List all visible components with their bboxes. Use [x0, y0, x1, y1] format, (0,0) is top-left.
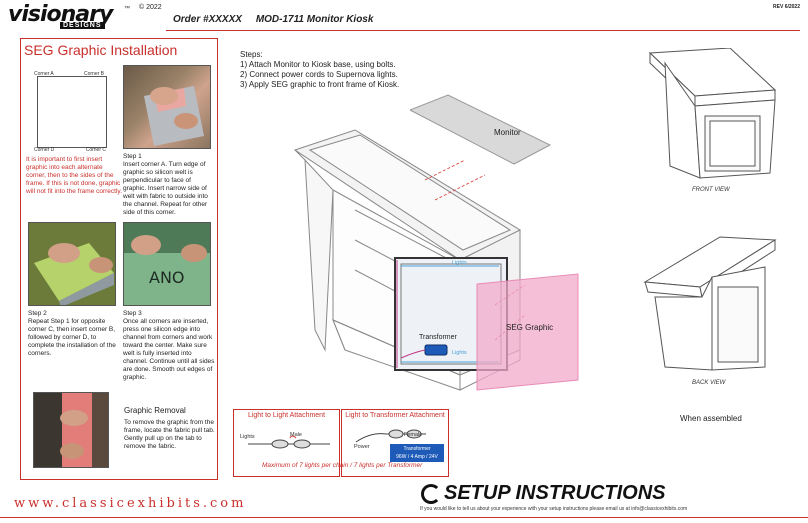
- setup-steps: Steps: 1) Attach Monitor to Kiosk base, …: [240, 50, 399, 90]
- transformer-block-label: Transformer: [403, 446, 431, 452]
- corner-d-label: Corner D: [34, 147, 55, 153]
- step3: Step 3 Once all corners are inserted, pr…: [123, 310, 217, 382]
- steps-heading: Steps:: [240, 50, 263, 59]
- step2: Step 2 Repeat Step 1 for opposite corner…: [28, 310, 123, 358]
- step2-text: Repeat Step 1 for opposite corner C, the…: [28, 318, 116, 357]
- installation-warning: It is important to first insert graphic …: [26, 156, 122, 195]
- removal-photo: [33, 392, 109, 468]
- light-to-transformer-title: Light to Transformer Attachment: [345, 412, 445, 419]
- svg-text:ANO: ANO: [149, 268, 185, 287]
- back-view-diagram: [643, 236, 777, 371]
- panel-title: SEG Graphic Installation: [24, 42, 178, 58]
- female-label: Female: [404, 432, 423, 438]
- revision: REV 6/2022: [773, 4, 800, 10]
- corner-c-label: Corner C: [85, 147, 106, 153]
- lights-label: Lights: [240, 434, 255, 440]
- step-item-1: 1) Attach Monitor to Kiosk base, using b…: [240, 60, 396, 69]
- step1: Step 1 Insert corner A. Turn edge of gra…: [123, 153, 215, 217]
- back-view-label: BACK VIEW: [692, 380, 726, 386]
- step1-photo: [123, 65, 211, 149]
- step3-title: Step 3: [123, 310, 142, 317]
- front-view-diagram: [648, 48, 777, 179]
- footer-divider: [0, 517, 808, 518]
- transformer-block: Transformer 96W / 4 Amp / 24V: [390, 444, 444, 462]
- lights-bottom-label: Lights: [452, 350, 467, 356]
- step-item-3: 3) Apply SEG graphic to front frame of K…: [240, 80, 400, 89]
- step3-photo: ANO: [123, 222, 211, 306]
- when-assembled-label: When assembled: [680, 414, 742, 423]
- seg-graphic-label: SEG Graphic: [506, 323, 554, 332]
- power-label: Power: [354, 444, 370, 450]
- monitor-label: Monitor: [494, 128, 521, 137]
- website-url[interactable]: www.classicexhibits.com: [14, 496, 247, 511]
- front-view-label: FRONT VIEW: [692, 187, 730, 193]
- transformer-spec: 96W / 4 Amp / 24V: [396, 454, 438, 460]
- order-title: Order #XXXXX MOD-1711 Monitor Kiosk: [173, 14, 374, 25]
- step-item-2: 2) Connect power cords to Supernova ligh…: [240, 70, 398, 79]
- step1-text: Insert corner A. Turn edge of graphic so…: [123, 161, 208, 216]
- transformer-label: Transformer: [419, 334, 457, 341]
- corner-b-label: Corner B: [83, 71, 104, 77]
- lights-top-label: Lights: [452, 260, 467, 266]
- trademark: ™: [124, 6, 130, 12]
- male-label: Male: [290, 432, 302, 438]
- corner-a-label: Corner A: [34, 71, 54, 77]
- copyright: © 2022: [139, 4, 162, 11]
- removal-title: Graphic Removal: [124, 406, 186, 415]
- setup-instructions-title: SETUP INSTRUCTIONS: [444, 482, 666, 504]
- header-divider: [166, 30, 800, 31]
- light-to-light-box: Light to Light Attachment Lights Male: [233, 409, 340, 477]
- removal-text: To remove the graphic from the frame, lo…: [124, 419, 215, 450]
- step1-title: Step 1: [123, 153, 142, 160]
- step2-photo: [28, 222, 116, 306]
- step3-text: Once all corners are inserted, press one…: [123, 318, 215, 381]
- light-to-transformer-box: Light to Transformer Attachment Female P…: [341, 409, 449, 477]
- corner-diagram: Corner A Corner B Corner D Corner C: [34, 71, 107, 153]
- max-lights-note: Maximum of 7 lights per chain / 7 lights…: [262, 462, 423, 469]
- step2-title: Step 2: [28, 310, 47, 317]
- brand-c-icon: [421, 484, 441, 504]
- seg-graphic-sheet: [476, 273, 579, 391]
- seg-installation-panel: [20, 38, 218, 480]
- monitor-panel: [410, 94, 552, 165]
- brand-logo-sub: DESIGNS: [60, 22, 105, 29]
- light-to-light-title: Light to Light Attachment: [247, 412, 326, 419]
- feedback-note: If you would like to tell us about your …: [420, 506, 688, 512]
